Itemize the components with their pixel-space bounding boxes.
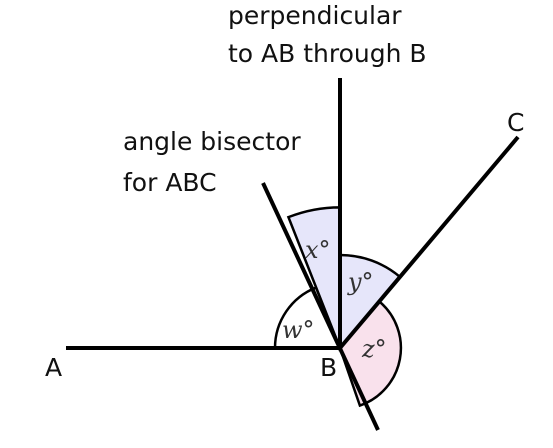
bisector-label-line2: for ABC xyxy=(123,168,217,197)
ray-bc xyxy=(338,135,520,350)
angle-bisector-line xyxy=(261,182,380,431)
point-a-label: A xyxy=(45,353,62,382)
point-c-label: C xyxy=(507,108,524,137)
perpendicular-label-line2: to AB through B xyxy=(228,39,427,68)
angle-z-label: z° xyxy=(361,335,387,363)
angle-x-label: x° xyxy=(305,236,331,264)
point-b-label: B xyxy=(320,353,337,382)
bisector-label-line1: angle bisector xyxy=(123,127,301,156)
angle-w-label: w° xyxy=(282,316,315,344)
angle-y-label: y° xyxy=(347,268,374,296)
perpendicular-label-line1: perpendicular xyxy=(228,1,402,30)
